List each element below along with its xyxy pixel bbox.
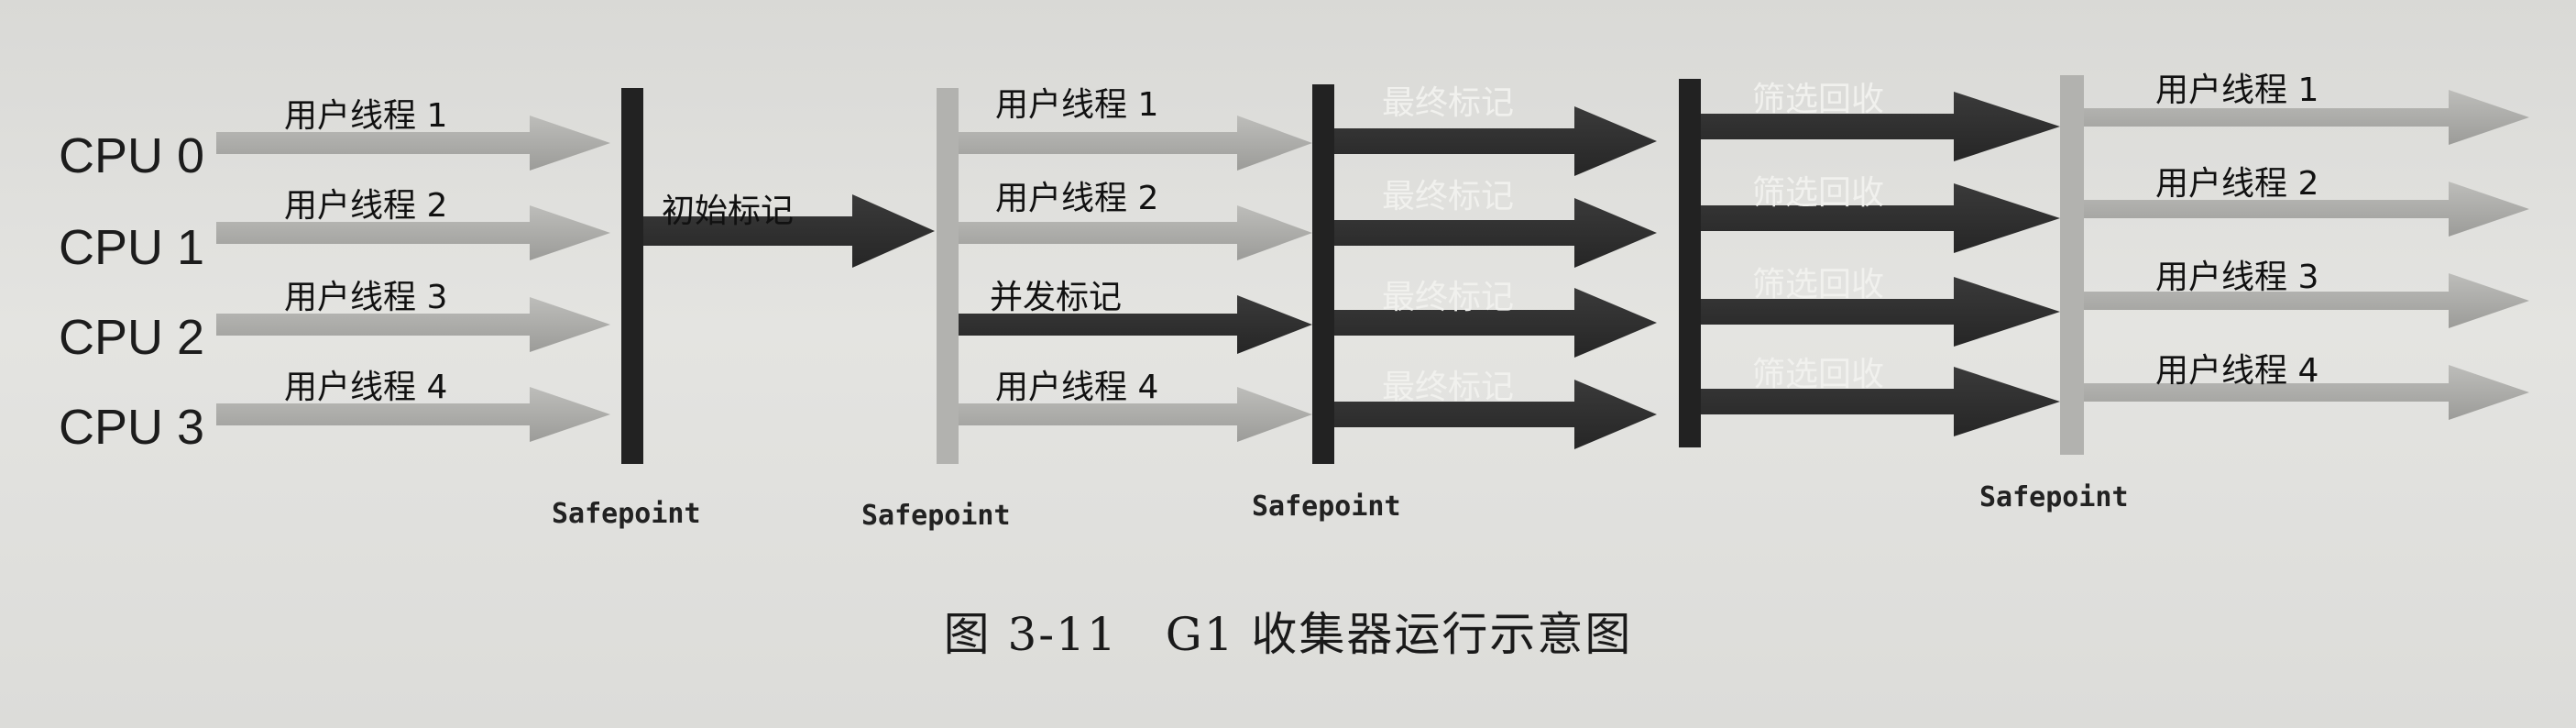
- phase5-arrow-cpu2: [1701, 277, 2060, 347]
- phase4-arrow-cpu0: [1334, 106, 1657, 176]
- phase6-label-cpu0: 用户线程 1: [2155, 72, 2318, 109]
- phase4-final-mark: 最终标记 最终标记 最终标记 最终标记: [1334, 84, 1657, 449]
- phase6-arrow-cpu3: [2084, 365, 2529, 420]
- phase1-arrow-cpu2: [216, 297, 610, 352]
- phase5-label-cpu0: 筛选回收: [1752, 81, 1884, 118]
- safepoint-label-1: Safepoint: [552, 498, 701, 530]
- figure-caption: 图 3-11 G1 收集器运行示意图: [943, 608, 1633, 661]
- phase4-arrow-cpu1: [1334, 198, 1657, 268]
- safepoint-bar-1: [621, 88, 643, 464]
- safepoint-bar-4: [1679, 79, 1701, 447]
- safepoint-label-3: Safepoint: [1252, 491, 1401, 523]
- safepoint-bar-5: [2060, 75, 2084, 455]
- phase1-label-cpu3: 用户线程 4: [284, 369, 447, 406]
- phase3-concurrent: 用户线程 1 用户线程 2 并发标记 用户线程 4: [959, 86, 1312, 442]
- safepoint-bar-2: [937, 88, 959, 464]
- phase3-label-cpu0: 用户线程 1: [995, 86, 1158, 124]
- phase6-user-threads: 用户线程 1 用户线程 2 用户线程 3 用户线程 4: [2084, 72, 2529, 420]
- safepoint-bar-3: [1312, 84, 1334, 464]
- phase1-arrow-cpu3: [216, 387, 610, 442]
- phase4-label-cpu3: 最终标记: [1382, 369, 1514, 406]
- phase3-arrow-cpu0: [959, 116, 1312, 171]
- phase6-label-cpu3: 用户线程 4: [2155, 352, 2318, 390]
- phase1-user-threads: 用户线程 1 用户线程 2 用户线程 3 用户线程 4: [216, 97, 610, 442]
- phase6-arrow-cpu0: [2084, 90, 2529, 145]
- safepoint-label-2: Safepoint: [861, 500, 1011, 532]
- phase6-label-cpu2: 用户线程 3: [2155, 259, 2318, 296]
- cpu-label-3: CPU 3: [59, 400, 204, 455]
- phase1-label-cpu0: 用户线程 1: [284, 97, 447, 135]
- phase4-label-cpu2: 最终标记: [1382, 279, 1514, 316]
- phase5-arrow-cpu0: [1701, 92, 2060, 161]
- phase2-arrow: [643, 194, 935, 268]
- phase3-label-cpu1: 用户线程 2: [995, 180, 1158, 217]
- phase4-arrow-cpu2: [1334, 288, 1657, 358]
- phase5-arrow-cpu3: [1701, 367, 2060, 436]
- phase3-arrow-cpu1: [959, 205, 1312, 260]
- phase4-label-cpu1: 最终标记: [1382, 178, 1514, 215]
- cpu-label-2: CPU 2: [59, 310, 204, 365]
- phase3-label-cpu2: 并发标记: [990, 279, 1122, 316]
- phase3-arrow-cpu3: [959, 387, 1312, 442]
- phase5-label-cpu2: 筛选回收: [1752, 266, 1884, 303]
- phase5-label-cpu3: 筛选回收: [1752, 356, 1884, 393]
- phase6-label-cpu1: 用户线程 2: [2155, 165, 2318, 203]
- phase1-arrow-cpu1: [216, 205, 610, 260]
- phase6-arrow-cpu1: [2084, 182, 2529, 237]
- phase3-arrow-cpu2: [959, 295, 1312, 354]
- phase6-arrow-cpu2: [2084, 273, 2529, 328]
- phase5-evacuation: 筛选回收 筛选回收 筛选回收 筛选回收: [1701, 81, 2060, 436]
- cpu-label-0: CPU 0: [59, 128, 204, 183]
- safepoint-label-4: Safepoint: [1979, 481, 2129, 513]
- phase4-arrow-cpu3: [1334, 380, 1657, 449]
- phase4-label-cpu0: 最终标记: [1382, 84, 1514, 122]
- phase1-arrow-cpu0: [216, 116, 610, 171]
- phase2-label: 初始标记: [662, 193, 794, 230]
- phase1-label-cpu1: 用户线程 2: [284, 187, 447, 225]
- phase5-arrow-cpu1: [1701, 183, 2060, 253]
- phase3-label-cpu3: 用户线程 4: [995, 369, 1158, 406]
- phase2-initial-mark: 初始标记: [643, 193, 935, 268]
- cpu-label-1: CPU 1: [59, 220, 204, 275]
- phase1-label-cpu2: 用户线程 3: [284, 279, 447, 316]
- phase5-label-cpu1: 筛选回收: [1752, 174, 1884, 212]
